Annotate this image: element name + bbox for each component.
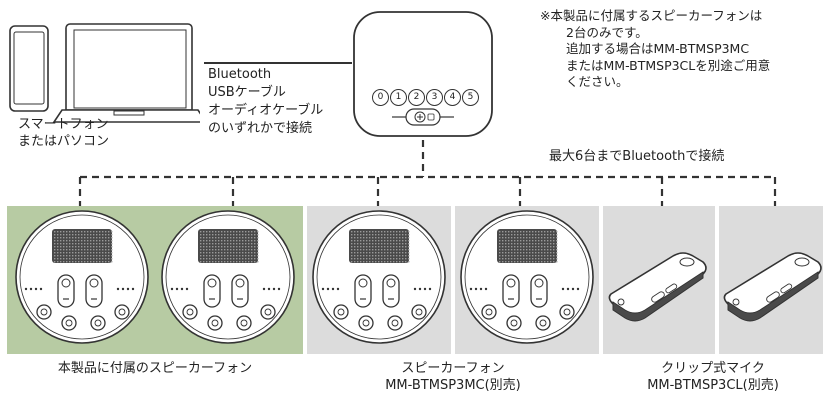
control-button (333, 304, 349, 320)
control-button (481, 304, 497, 320)
control-button (358, 315, 374, 331)
control-button (90, 315, 106, 331)
hub-pairing-button[interactable] (390, 108, 456, 126)
devices-illustration (9, 23, 200, 123)
caption-speakerphone: スピーカーフォン MM-BTMSP3MC(別売) (385, 361, 521, 393)
bluetooth-connection-tree (78, 140, 777, 212)
speakerphone-icon (460, 210, 594, 344)
control-button (559, 304, 575, 320)
hub-button[interactable]: 4 (444, 89, 461, 106)
control-button (182, 304, 198, 320)
control-button (387, 315, 403, 331)
volume-button (354, 274, 372, 308)
volume-button (203, 274, 221, 308)
hub-buttons: 0 1 2 3 4 5 (372, 89, 479, 106)
note-text: ※本製品に付属するスピーカーフォンは 2台のみです。 追加する場合はMM-BTM… (540, 8, 771, 89)
hub-body (353, 11, 493, 137)
volume-button (231, 274, 249, 308)
speakerphone-icon (15, 210, 149, 344)
volume-button (382, 274, 400, 308)
laptop-icon (52, 23, 200, 123)
caption-included: 本製品に付属のスピーカーフォン (57, 361, 253, 376)
hub-button[interactable]: 3 (426, 89, 443, 106)
connection-line (204, 62, 352, 64)
control-button (411, 304, 427, 320)
control-button (61, 315, 77, 331)
hub-button[interactable]: 0 (372, 89, 389, 106)
control-button (506, 315, 522, 331)
control-button (36, 304, 52, 320)
clip-mic-icon (608, 252, 707, 322)
control-button (535, 315, 551, 331)
max-connection-label: 最大6台までBluetoothで接続 (549, 149, 725, 164)
volume-button (502, 274, 520, 308)
volume-button (530, 274, 548, 308)
volume-button (57, 274, 75, 308)
speakerphone-icon (312, 210, 446, 344)
volume-button (85, 274, 103, 308)
hub-button[interactable]: 2 (408, 89, 425, 106)
clip-mic-icon (723, 252, 822, 322)
connection-methods: Bluetooth USBケーブル オーディオケーブル のいずれかで接続 (208, 67, 324, 136)
speakerphone-icon (161, 210, 295, 344)
control-button (114, 304, 130, 320)
control-button (236, 315, 252, 331)
control-button (260, 304, 276, 320)
hub-button[interactable]: 5 (462, 89, 479, 106)
hub-button[interactable]: 1 (390, 89, 407, 106)
pc-label: スマートフォン またはパソコン (18, 117, 110, 149)
smartphone-icon (9, 25, 49, 112)
control-button (207, 315, 223, 331)
caption-clip-mic: クリップ式マイク MM-BTMSP3CL(別売) (647, 361, 779, 393)
hub-device: 0 1 2 3 4 5 (352, 10, 494, 138)
